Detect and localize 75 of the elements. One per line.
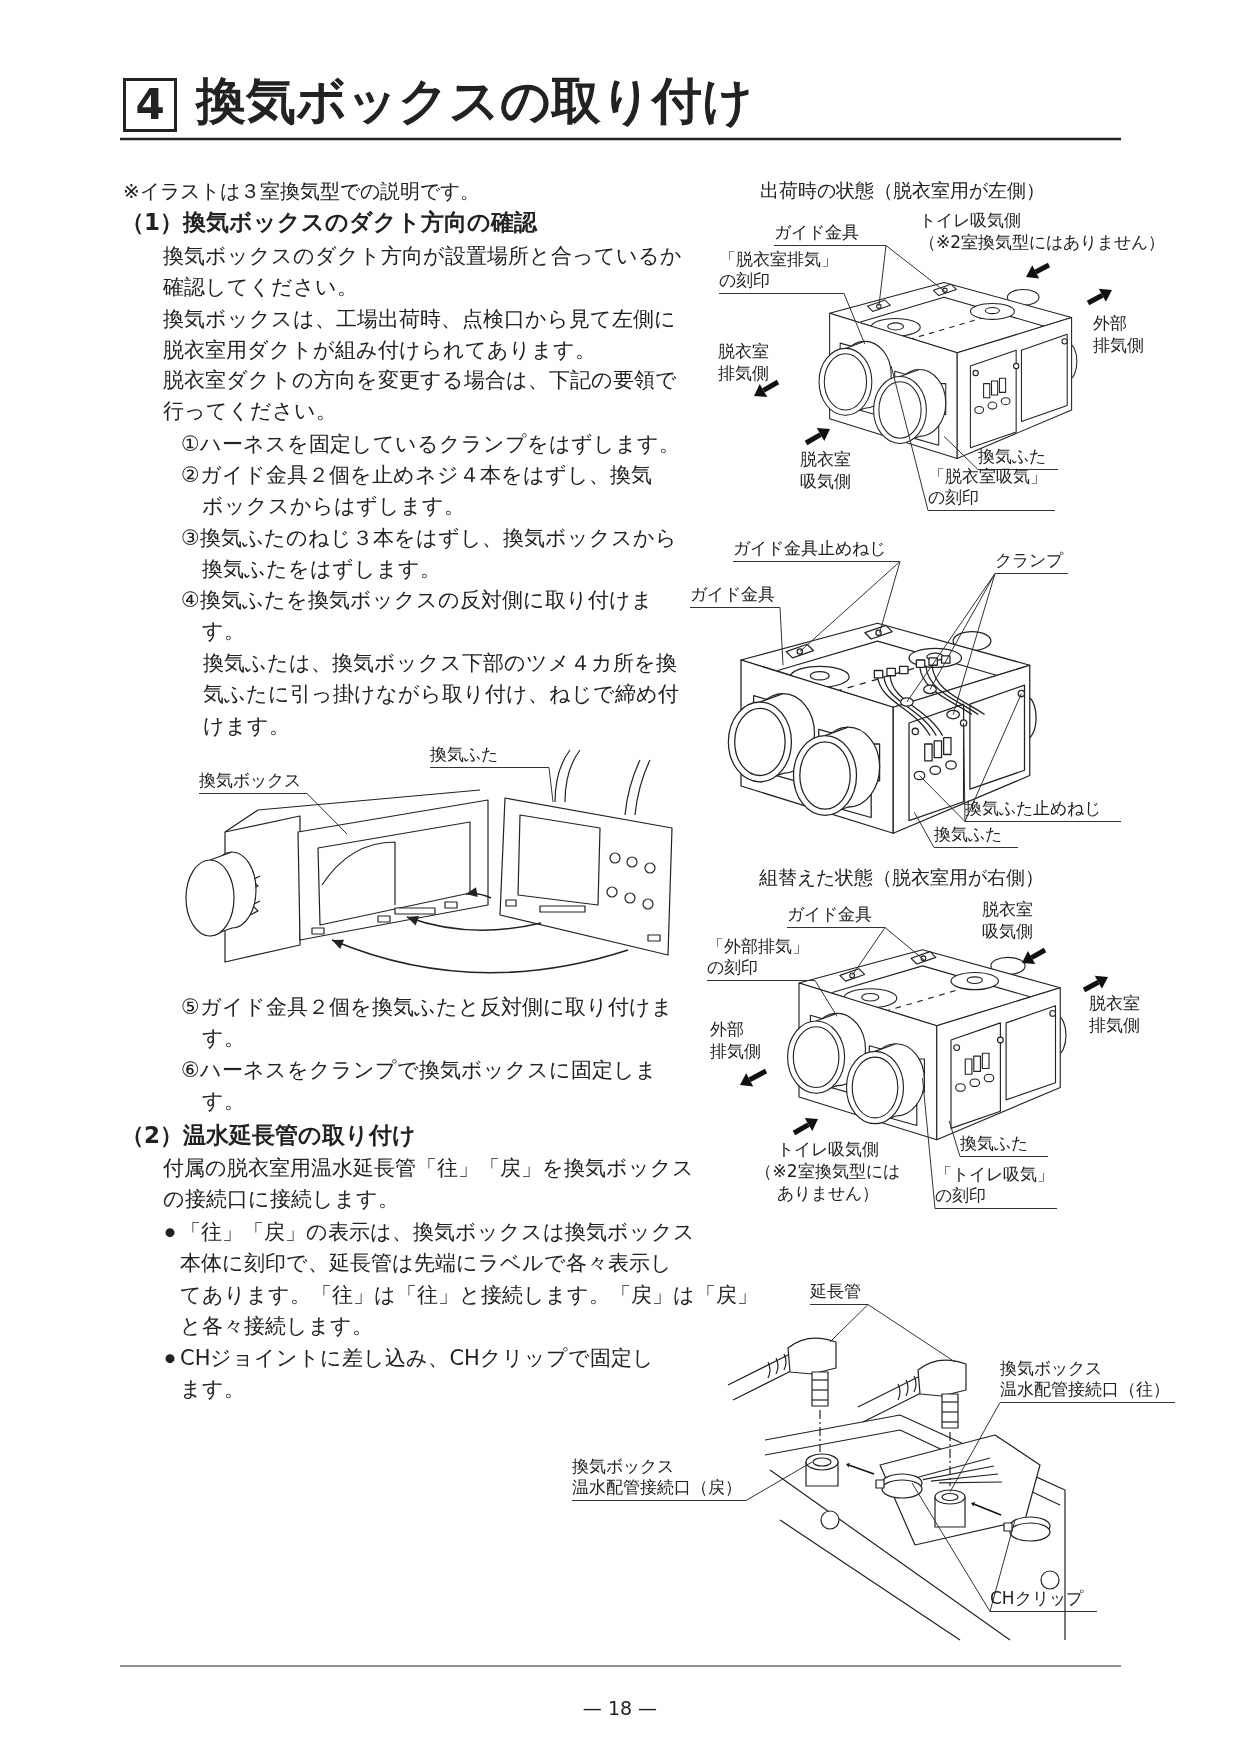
callout-label: ガイド金具 bbox=[690, 584, 780, 608]
flow-label: 脱衣室排気側 bbox=[718, 340, 769, 384]
leader-line bbox=[879, 561, 901, 634]
callout-label: 換気ボックス bbox=[199, 770, 307, 794]
leader-line bbox=[989, 1519, 1016, 1612]
leader-line bbox=[829, 1304, 869, 1343]
body-text: ②ガイド金具２個を止めネジ４本をはずし、換気ボックスからはずします。 bbox=[181, 462, 652, 521]
flow-label: 脱衣室吸気側 bbox=[800, 448, 851, 492]
leader-line bbox=[745, 1461, 813, 1501]
section-number: 4 bbox=[123, 78, 177, 132]
body-text: 換気ボックスのダクト方向が設置場所と合っているか確認してください。 bbox=[163, 243, 682, 302]
leader-line bbox=[890, 365, 929, 511]
body-text: 「往」「戻」の表示は、換気ボックスは換気ボックス本体に刻印で、延長管は先端にラベルで各々表示してあります。「往」は「往」と接続します。「戻」は「戻」と各々接続します。 bbox=[180, 1219, 758, 1340]
leader-line bbox=[949, 1402, 1001, 1493]
callout-label: CHクリップ bbox=[990, 1588, 1097, 1612]
body-text: ※イラストは３室換気型での説明です。 bbox=[123, 178, 480, 204]
page-number: — 18 — bbox=[581, 1696, 659, 1720]
callout-label: 換気ふた bbox=[934, 824, 1018, 848]
leader-line bbox=[943, 435, 979, 470]
leader-line bbox=[929, 573, 996, 690]
body-text: 換気ボックスは、工場出荷時、点検口から見て左側に脱衣室用ダクトが組み付けられてあります。 bbox=[163, 306, 676, 365]
callout-label: 換気ボックス温水配管接続口（戻） bbox=[572, 1456, 746, 1501]
leader-line bbox=[948, 1120, 961, 1157]
leader-line bbox=[885, 245, 947, 293]
callout-label: 「脱衣室吸気」の刻印 bbox=[928, 466, 1055, 511]
callout-label: 「脱衣室排気」の刻印 bbox=[719, 249, 844, 294]
leader-line bbox=[548, 767, 554, 803]
body-text: ⑥ハーネスをクランプで換気ボックスに固定します。 bbox=[181, 1057, 657, 1116]
leader-line bbox=[814, 980, 838, 1017]
callout-label: 延長管 bbox=[810, 1281, 868, 1305]
leader-line bbox=[906, 573, 996, 703]
leader-line bbox=[779, 607, 784, 666]
leader-line bbox=[306, 793, 348, 835]
flow-label: 脱衣室排気側 bbox=[1089, 992, 1140, 1036]
flow-label: トイレ吸気側（※2室換気型にはありません） bbox=[919, 209, 1166, 253]
leader-line bbox=[952, 573, 996, 716]
figure-caption: 出荷時の状態（脱衣室用が左側） bbox=[760, 178, 1045, 202]
callout-label: 換気ボックス温水配管接続口（往） bbox=[1000, 1358, 1175, 1403]
title: 換気ボックスの取り付け bbox=[196, 71, 753, 132]
body-text: 換気ふたは、換気ボックス下部のツメ４カ所を換気ふたに引っ掛けながら取り付け、ねじで締め付けます。 bbox=[203, 650, 679, 740]
body-text: ③換気ふたのねじ３本をはずし、換気ボックスから換気ふたをはずします。 bbox=[181, 525, 677, 584]
callout-label: ガイド金具止めねじ bbox=[733, 538, 900, 562]
callout-label: ガイド金具 bbox=[774, 222, 886, 246]
leader-line bbox=[913, 811, 935, 848]
flow-label: 脱衣室吸気側 bbox=[982, 898, 1033, 942]
body-text: ④換気ふたを換気ボックスの反対側に取り付けます。 bbox=[181, 587, 653, 646]
callout-label: クランプ bbox=[995, 550, 1068, 574]
leader-line bbox=[851, 927, 886, 976]
leader-line bbox=[884, 927, 925, 961]
body-text: 脱衣室ダクトの方向を変更する場合は、下記の要領で行ってください。 bbox=[163, 367, 677, 426]
leader-line bbox=[964, 693, 1022, 822]
flow-label: トイレ吸気側（※2室換気型にはありません） bbox=[754, 1138, 901, 1204]
leader-line bbox=[878, 245, 887, 307]
body-text: 付属の脱衣室用温水延長管「往」「戻」を換気ボックスの接続口に接続します。 bbox=[163, 1155, 694, 1214]
flow-label: 外部排気側 bbox=[1093, 312, 1144, 356]
callout-label: 換気ふた止めねじ bbox=[965, 798, 1121, 822]
section-heading: （1）換気ボックスのダクト方向の確認 bbox=[121, 208, 537, 237]
body-text: ⑤ガイド金具２個を換気ふたと反対側に取り付けます。 bbox=[181, 994, 673, 1053]
callout-label: 換気ふた bbox=[960, 1133, 1048, 1157]
leader-line bbox=[922, 1077, 936, 1209]
figure-caption: 組替えた状態（脱衣室用が右側） bbox=[759, 865, 1044, 889]
leader-line bbox=[911, 1482, 991, 1612]
flow-label: 外部排気側 bbox=[710, 1018, 761, 1062]
body-text: ①ハーネスを固定しているクランプをはずします。 bbox=[181, 431, 680, 458]
section-heading: （2）温水延長管の取り付け bbox=[121, 1121, 416, 1150]
leader-line bbox=[843, 293, 866, 345]
callout-label: 「トイレ吸気」の刻印 bbox=[935, 1164, 1057, 1209]
leader-line bbox=[799, 561, 901, 653]
leader-line bbox=[919, 775, 966, 822]
body-text: CHジョイントに差し込み、CHクリップで固定します。 bbox=[180, 1345, 654, 1404]
leader-line bbox=[867, 1304, 956, 1363]
callout-label: ガイド金具 bbox=[787, 904, 885, 928]
callout-label: 換気ふた bbox=[430, 744, 549, 768]
callout-label: 「外部排気」の刻印 bbox=[707, 936, 815, 981]
leader-line bbox=[963, 722, 966, 822]
